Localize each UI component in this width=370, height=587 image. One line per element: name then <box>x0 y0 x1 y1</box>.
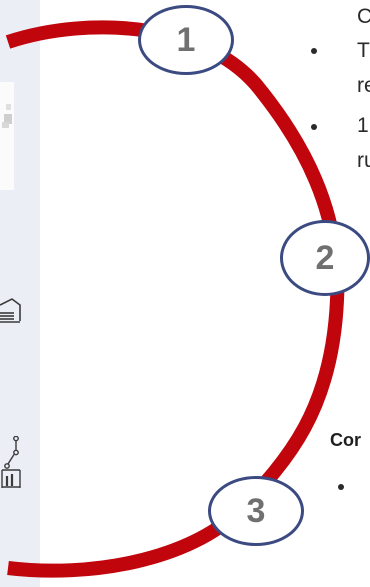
section-3-heading: Cor <box>330 430 370 451</box>
text-fragment-3: re <box>357 75 370 96</box>
bullet-3 <box>338 484 344 490</box>
bullet-2 <box>311 124 317 130</box>
step-1-circle: 1 <box>138 5 234 75</box>
step-3-number: 3 <box>247 492 266 531</box>
step-3-circle: 3 <box>208 476 304 546</box>
step-2-number: 2 <box>316 239 335 278</box>
text-fragment-1: C <box>357 6 370 27</box>
step-2-circle: 2 <box>280 220 370 296</box>
text-fragment-4: 1 <box>357 115 369 136</box>
step-1-number: 1 <box>177 21 196 60</box>
text-fragment-2: T <box>357 40 370 61</box>
text-fragment-5: ru <box>357 150 370 171</box>
bullet-1 <box>311 48 317 54</box>
